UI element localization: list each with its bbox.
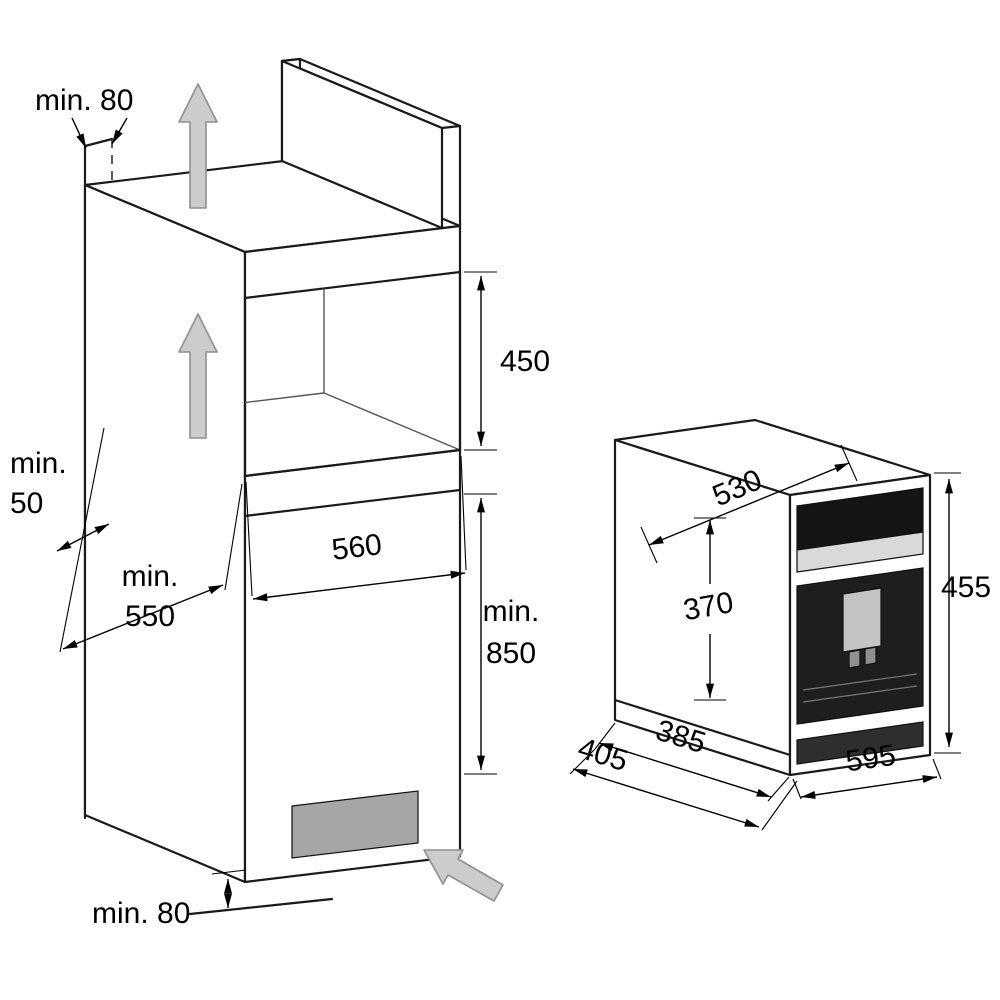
dimension-inner-height: 370: [681, 517, 736, 701]
dimension-top-clearance: min. 80: [35, 84, 133, 149]
dimension-label-bottom-clearance: min. 80: [92, 897, 190, 930]
control-strip: [796, 531, 924, 573]
cabinet-figure: min. 80 450 min. 50 560 min. 550: [10, 57, 550, 930]
shelf-bottom-edge: [243, 488, 462, 518]
airflow-inlet-arrow: [423, 849, 504, 902]
dimension-label-installation-height-min: min.: [483, 595, 540, 628]
dimension-label-top-clearance: min. 80: [35, 84, 133, 117]
dimension-label-appliance-width: 595: [844, 739, 898, 779]
dimension-appliance-height: 455: [934, 472, 991, 754]
airflow-up-arrow-top: [178, 83, 218, 209]
dimension-niche-height: 450: [464, 271, 550, 451]
dimension-niche-width: 560: [245, 455, 467, 602]
floor-line: [188, 897, 334, 916]
cabinet-side-face: [83, 183, 247, 884]
dimension-label-niche-depth-min: min.: [122, 560, 179, 593]
dimension-label-appliance-height: 455: [941, 571, 991, 604]
dimension-label-rear-clearance-value: 50: [10, 487, 43, 520]
dimension-label-overall-depth: 405: [574, 732, 632, 778]
spout-nozzle-left: [848, 649, 861, 669]
airflow-up-arrow-middle: [178, 313, 218, 439]
wall-top-edge: [83, 137, 114, 148]
chimney-outer-face: [280, 59, 444, 230]
dimension-label-niche-height: 450: [500, 345, 550, 378]
bottom-trim: [796, 721, 924, 765]
dimension-label-niche-depth-value: 550: [125, 600, 175, 633]
dimension-label-niche-width: 560: [330, 528, 384, 567]
chimney-duct: [280, 57, 462, 230]
leader-arrow: [111, 117, 128, 145]
dimension-installation-height: min. 850: [464, 493, 540, 775]
leader-arrow: [71, 117, 87, 149]
drip-tray-lines: [802, 673, 918, 703]
spout-nozzle-right: [864, 646, 877, 666]
dimension-label-rear-clearance-min: min.: [10, 447, 67, 480]
dimension-bottom-clearance: min. 80: [92, 869, 247, 930]
appliance-figure: 530 370 455 385 405: [569, 418, 991, 831]
vent-grille: [291, 790, 419, 859]
shelf-top-edge: [243, 448, 462, 478]
dimension-label-installation-height-value: 850: [486, 637, 536, 670]
coffee-spout: [842, 587, 882, 653]
dimension-niche-depth: min. 550: [59, 427, 243, 653]
niche-interior-lines: [245, 272, 460, 476]
dimension-appliance-width: 595: [792, 739, 942, 800]
